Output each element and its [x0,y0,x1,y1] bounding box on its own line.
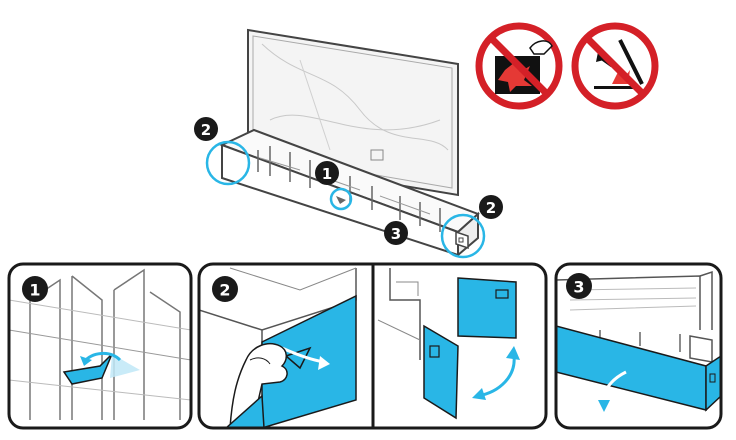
step-marker-2-left: 2 [194,117,218,141]
panel-step-3 [554,262,723,430]
step-marker-1-center: 1 [315,161,339,185]
svg-text:2: 2 [219,281,230,300]
panel-step-2 [197,262,548,430]
no-prying-tool-icon [571,22,659,110]
panel-1-step-badge: 1 [22,276,48,302]
corner-highlight-right [440,213,486,259]
corner-highlight-left [205,140,251,186]
no-cutting-icon [475,22,563,110]
svg-text:3: 3 [573,278,584,297]
svg-text:2: 2 [486,199,496,217]
panel-3-step-badge: 3 [566,273,592,299]
overview-illustration [205,28,486,259]
panel-2-step-badge: 2 [212,276,238,302]
svg-text:2: 2 [201,121,211,139]
tab-highlight [329,187,353,211]
svg-text:1: 1 [29,281,40,300]
step-marker-3-center: 3 [384,221,408,245]
panel-step-1 [7,262,193,430]
svg-text:1: 1 [322,165,332,183]
svg-text:3: 3 [391,225,401,243]
step-marker-2-right: 2 [479,195,503,219]
